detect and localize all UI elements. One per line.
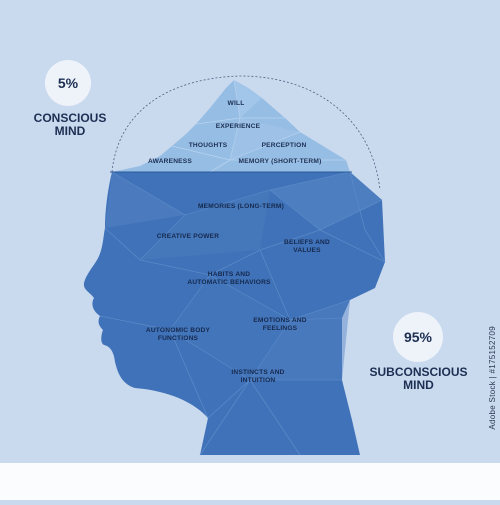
label-emotions-feelings: EMOTIONS AND FEELINGS [253, 317, 307, 332]
label-beliefs-values: BELIEFS AND VALUES [284, 239, 330, 254]
subconscious-percent-circle: 95% [393, 312, 443, 362]
label-instincts-intuition: INSTINCTS AND INTUITION [231, 369, 285, 384]
bottom-bar [0, 463, 500, 500]
label-autonomic-body: AUTONOMIC BODY FUNCTIONS [145, 327, 211, 342]
conscious-mind-label: CONSCIOUS MIND [33, 111, 107, 139]
label-habits: HABITS AND AUTOMATIC BEHAVIORS [187, 271, 271, 286]
iceberg-tip [112, 80, 350, 172]
dashed-head-outline [111, 75, 381, 191]
label-thoughts: THOUGHTS [188, 142, 228, 149]
label-will: WILL [227, 100, 245, 107]
label-awareness: AWARENESS [148, 158, 192, 165]
label-creative-power: CREATIVE POWER [156, 233, 220, 240]
stock-id-text: Adobe Stock | #175152709 [488, 326, 497, 430]
label-experience: EXPERIENCE [215, 123, 261, 130]
label-memories-long-term: MEMORIES (LONG-TERM) [197, 203, 285, 210]
label-perception: PERCEPTION [261, 142, 307, 149]
label-memory-short-term: MEMORY (SHORT-TERM) [238, 158, 322, 165]
conscious-percent-circle: 5% [45, 60, 91, 106]
subconscious-mind-label: SUBCONSCIOUS MIND [369, 365, 468, 393]
